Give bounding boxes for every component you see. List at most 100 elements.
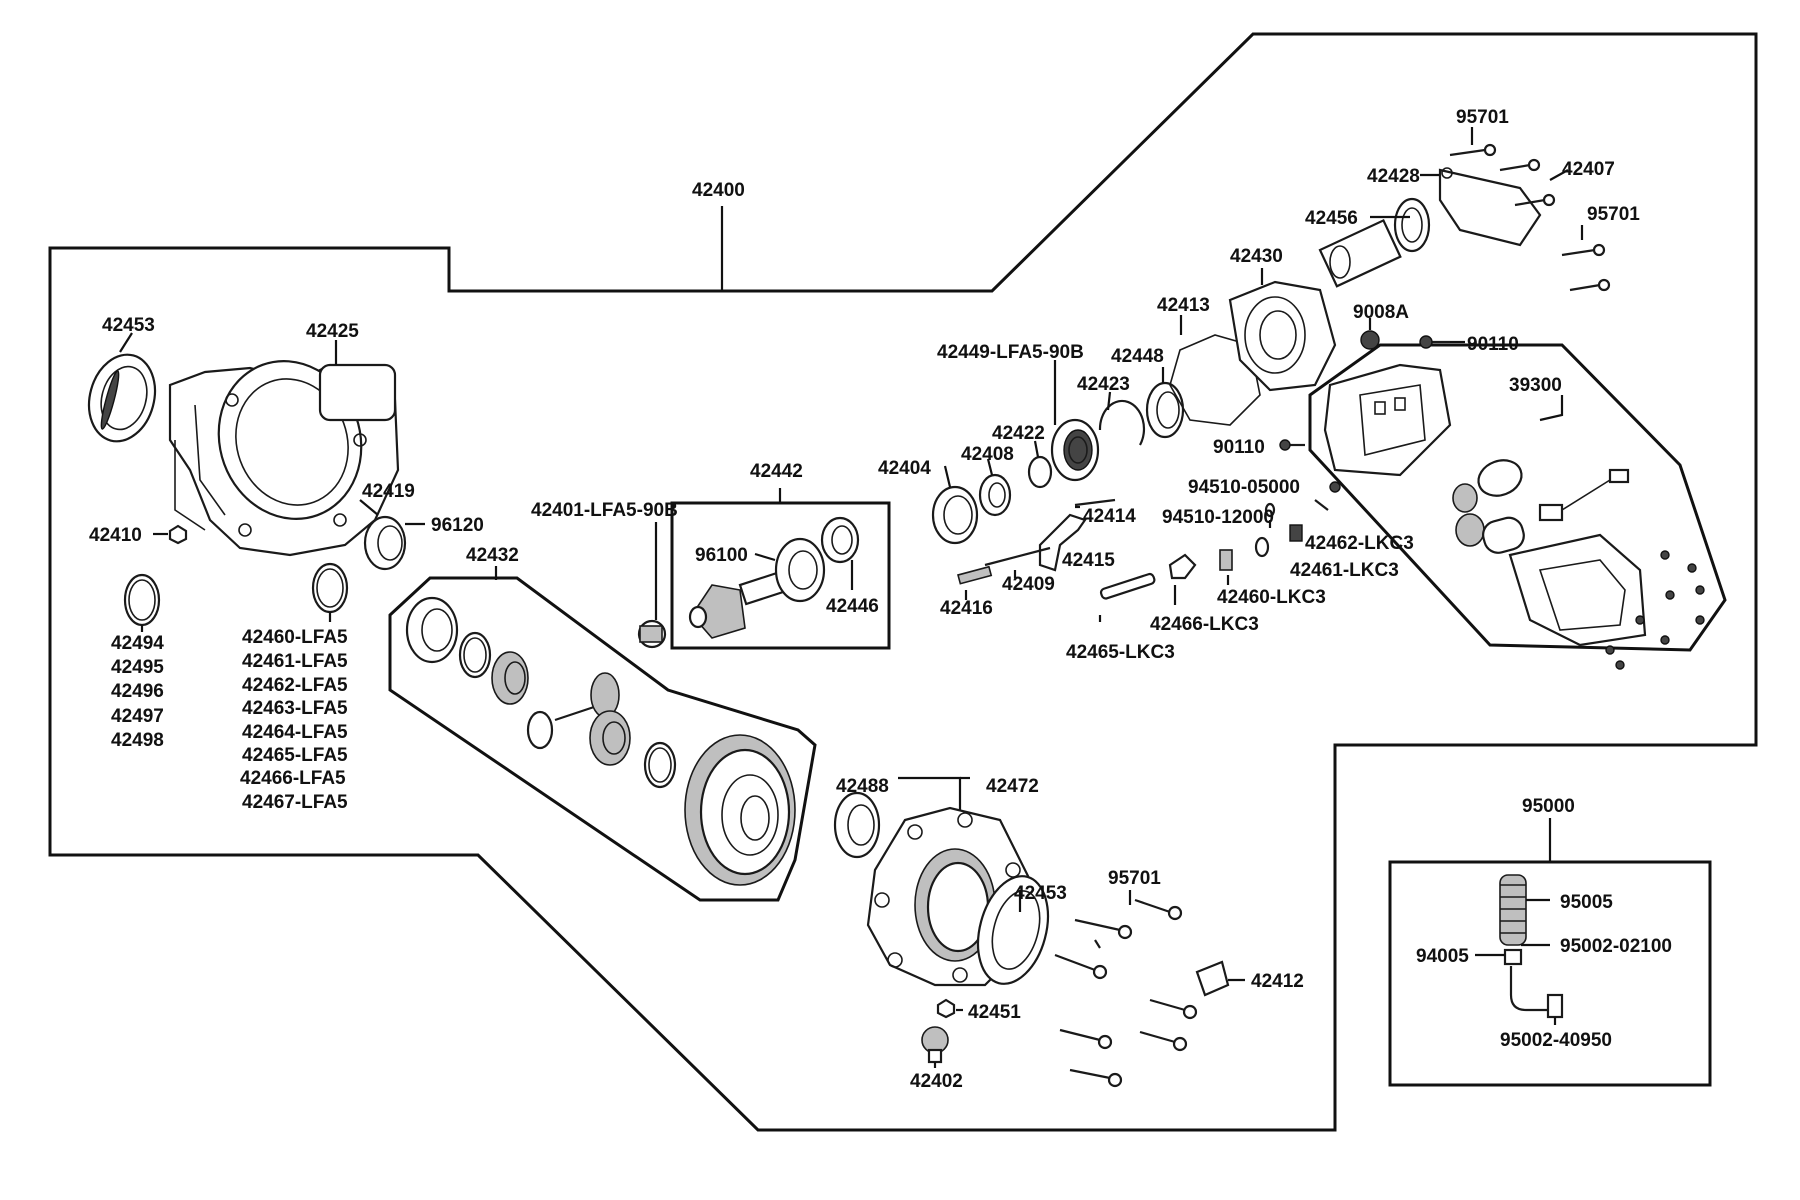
bearing-96100 (774, 537, 826, 603)
bearing-42404 (931, 485, 979, 545)
leader-42408 (986, 458, 994, 476)
label-42453-a: 42453 (102, 315, 155, 336)
label-42456: 42456 (1305, 208, 1358, 229)
label-42466-lfa5: 42466-LFA5 (240, 768, 346, 789)
collar-42446 (820, 516, 860, 564)
label-42415: 42415 (1062, 550, 1115, 571)
shift-fork-42415 (1038, 498, 1116, 572)
label-42404: 42404 (878, 458, 931, 479)
label-42498: 42498 (111, 730, 164, 751)
label-42442: 42442 (750, 461, 803, 482)
bearing-96120 (363, 515, 407, 571)
plug-42402 (921, 1026, 949, 1064)
label-95005: 95005 (1560, 892, 1613, 913)
label-42409: 42409 (1002, 574, 1055, 595)
shim-42460-lfa5 (311, 562, 349, 614)
label-96120: 96120 (431, 515, 484, 536)
group-outline-95000 (1388, 860, 1712, 1087)
label-42463-lfa5: 42463-LFA5 (242, 698, 348, 719)
label-42430: 42430 (1230, 246, 1283, 267)
label-90110-b: 90110 (1213, 437, 1265, 458)
label-42466-lkc3: 42466-LKC3 (1150, 614, 1259, 635)
leader-42419 (359, 499, 379, 516)
label-42425: 42425 (306, 321, 359, 342)
label-42462-lkc3: 42462-LKC3 (1305, 533, 1414, 554)
differential-parts-42432 (405, 596, 677, 789)
bolt-90110-b (1279, 439, 1305, 451)
spring-42460-lkc3-b (1219, 549, 1233, 571)
pin-42462-lkc3 (1264, 502, 1276, 518)
label-42412: 42412 (1251, 971, 1304, 992)
spring-42416 (957, 565, 993, 585)
label-95000: 95000 (1522, 796, 1575, 817)
housing-42425 (168, 360, 400, 557)
label-42413: 42413 (1157, 295, 1210, 316)
nut-42451 (936, 998, 956, 1019)
leader-42423 (1106, 391, 1112, 411)
ring-gear (684, 734, 796, 886)
label-42467-lfa5: 42467-LFA5 (242, 792, 348, 813)
label-42432: 42432 (466, 545, 519, 566)
seal-42488 (833, 791, 881, 859)
label-42416: 42416 (940, 598, 993, 619)
ring-42422 (1027, 455, 1053, 489)
label-42428: 42428 (1367, 166, 1420, 187)
group-outline-42442 (670, 501, 891, 650)
label-42446: 42446 (826, 596, 879, 617)
shaft-42409 (984, 546, 1051, 567)
label-42422: 42422 (992, 423, 1045, 444)
label-96100: 96100 (695, 545, 748, 566)
clutch-42456 (1318, 197, 1431, 288)
pin-42465-lkc3 (1099, 572, 1156, 600)
label-42460-lfa5: 42460-LFA5 (242, 627, 348, 648)
label-42408: 42408 (961, 444, 1014, 465)
seal-42453-b (976, 875, 1050, 985)
label-42423: 42423 (1077, 374, 1130, 395)
pin-94510-12000 (1314, 499, 1329, 511)
label-42494: 42494 (111, 633, 164, 654)
label-42401: 42401-LFA5-90B (531, 500, 678, 521)
label-42407: 42407 (1562, 159, 1615, 180)
label-42496: 42496 (111, 681, 164, 702)
case-cover-42430 (1228, 280, 1337, 392)
label-42461-lkc3: 42461-LKC3 (1290, 560, 1399, 581)
label-42453-b: 42453 (1014, 883, 1067, 904)
nut-9008A (1360, 330, 1380, 350)
label-42495: 42495 (111, 657, 164, 678)
label-94510-05000: 94510-05000 (1188, 477, 1300, 498)
label-42449: 42449-LFA5-90B (937, 342, 1084, 363)
spring-42461-lkc3 (1289, 524, 1303, 542)
label-94510-12000: 94510-12000 (1162, 507, 1274, 528)
shim-42494 (123, 573, 161, 627)
bolt-90110-a (1419, 335, 1450, 349)
label-42461-lfa5: 42461-LFA5 (242, 651, 348, 672)
label-95002-02100: 95002-02100 (1560, 936, 1672, 957)
label-42414: 42414 (1083, 506, 1136, 527)
bearing-42449 (1050, 418, 1100, 482)
group-outline-42432 (388, 576, 817, 902)
label-95701-b: 95701 (1587, 204, 1640, 225)
leader-42453 (119, 332, 133, 353)
snap-ring-42423 (1098, 399, 1146, 446)
label-95701-a: 95701 (1456, 107, 1509, 128)
leader-42422 (1033, 440, 1040, 458)
oil-seal-42453 (87, 353, 157, 443)
part-42466-lkc3 (1168, 553, 1197, 580)
label-42448: 42448 (1111, 346, 1164, 367)
breather-95000 (1499, 874, 1564, 1019)
label-94005: 94005 (1416, 946, 1469, 967)
group-outline-42400 (48, 32, 1758, 1132)
leader-39300 (1539, 395, 1564, 422)
label-90110-a: 90110 (1467, 334, 1519, 355)
bearing-42408 (978, 473, 1012, 517)
screws-39300 (1605, 550, 1705, 670)
label-42451: 42451 (968, 1002, 1021, 1023)
gasket-42413 (1169, 334, 1261, 426)
label-39300: 39300 (1509, 375, 1562, 396)
leader-42488 (898, 776, 962, 810)
label-42419: 42419 (362, 481, 415, 502)
bolts-95701-bottom (1054, 898, 1198, 1088)
bearing-42401 (637, 619, 667, 649)
